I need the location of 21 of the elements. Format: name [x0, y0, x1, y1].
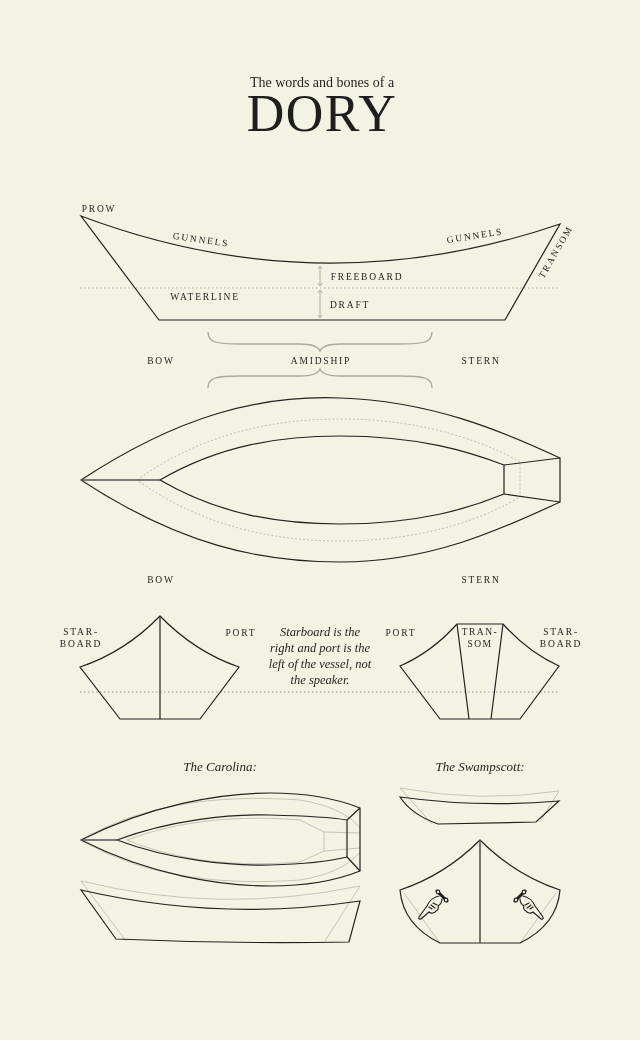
- part-label: STAR- BOARD: [538, 626, 584, 650]
- part-label: PORT: [385, 627, 417, 639]
- part-label: FREEBOARD: [330, 271, 404, 283]
- part-label: GUNNELS: [172, 230, 230, 250]
- subtitle: The words and bones of a: [249, 75, 395, 91]
- note-text: Starboard is the right and port is the left of the vessel, not the speaker.: [267, 624, 373, 688]
- part-label: PORT: [225, 627, 257, 639]
- caption: The Carolina:: [183, 759, 257, 775]
- part-label: TRAN- SOM: [460, 626, 500, 650]
- part-label: STERN: [461, 355, 501, 367]
- part-label: AMIDSHIP: [290, 355, 352, 367]
- part-label: STERN: [461, 574, 501, 586]
- title: DORY: [246, 88, 398, 140]
- part-label: DRAFT: [329, 299, 371, 311]
- part-label: PROW: [81, 203, 117, 215]
- part-label: STAR- BOARD: [58, 626, 104, 650]
- caption: The Swampscott:: [435, 759, 525, 775]
- part-label: BOW: [147, 574, 175, 586]
- part-label: GUNNELS: [446, 226, 504, 246]
- part-label: WATERLINE: [170, 291, 240, 303]
- part-label: BOW: [147, 355, 175, 367]
